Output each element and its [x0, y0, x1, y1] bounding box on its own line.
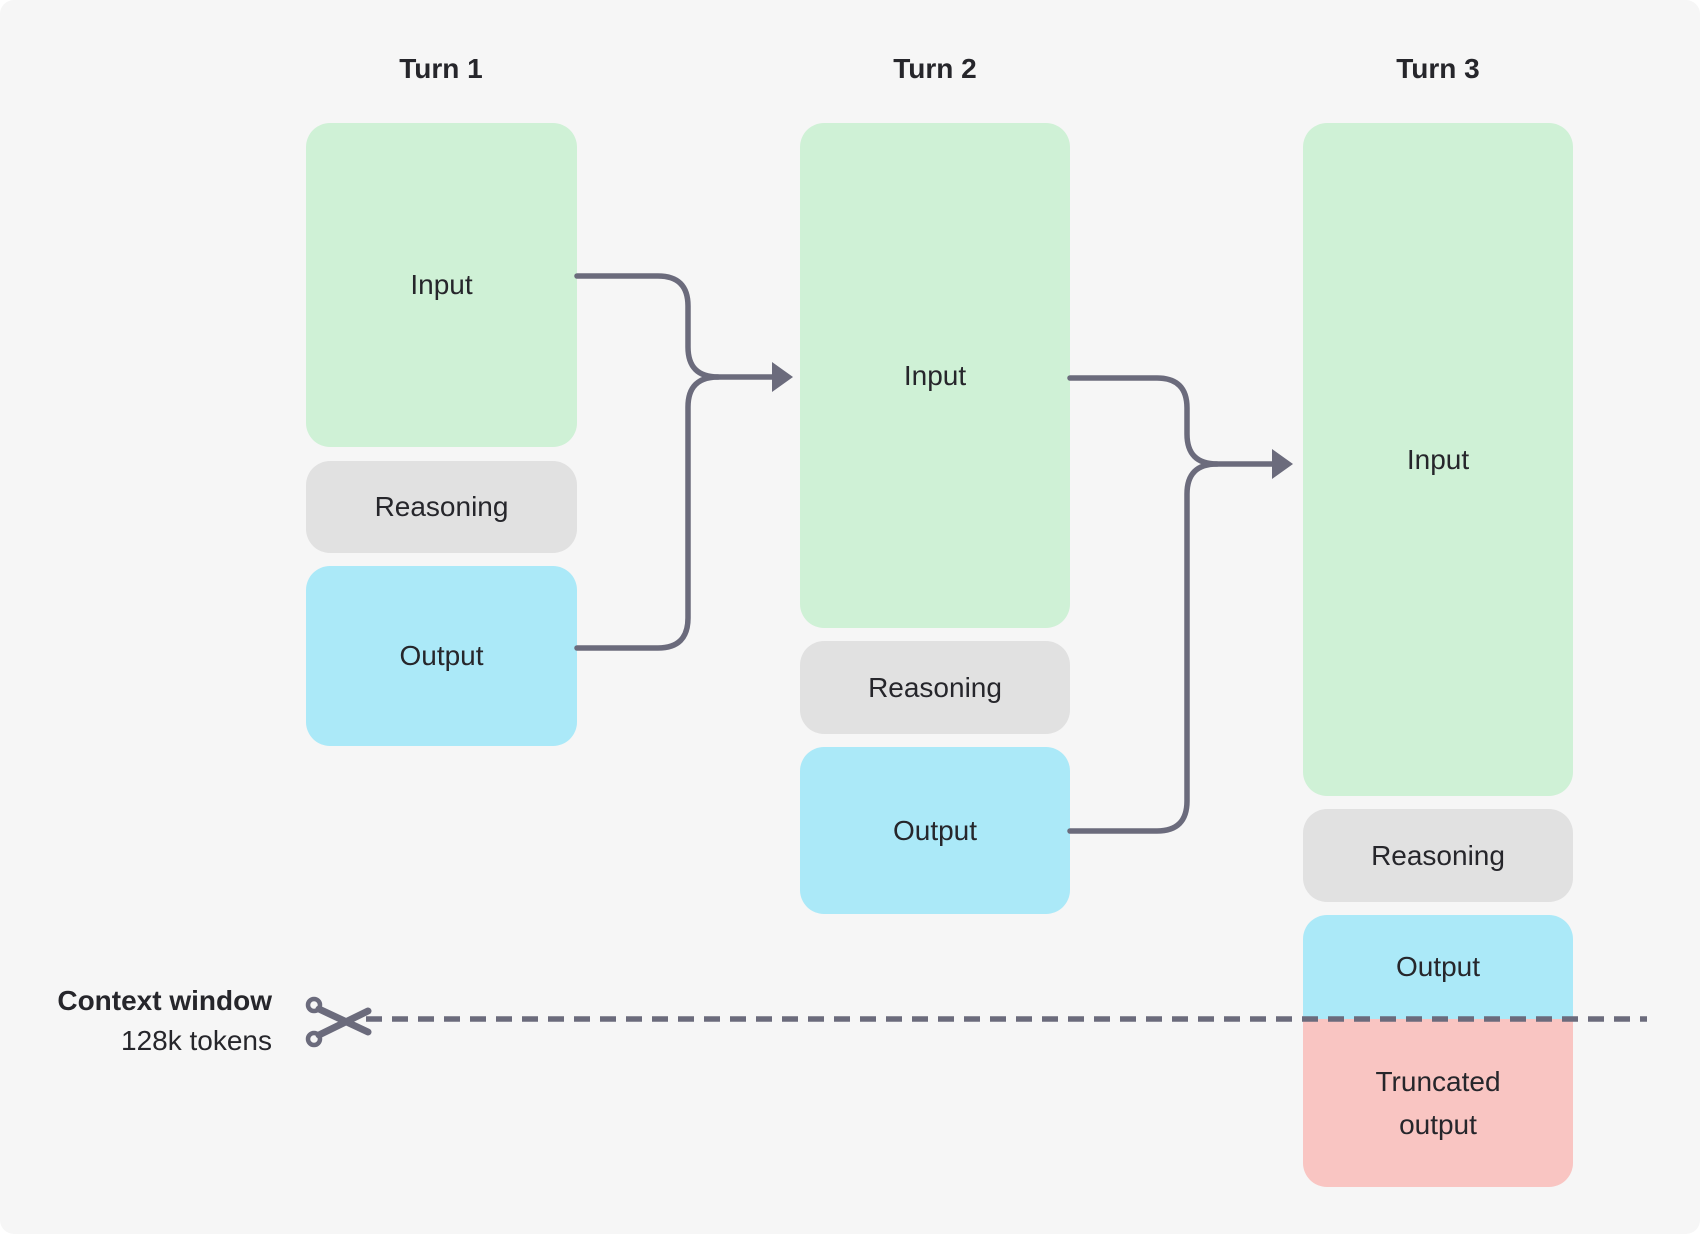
turn-2-input-box: Input	[800, 123, 1070, 628]
context-window-annotation: Context window 128k tokens	[40, 981, 272, 1061]
turn-3-output-label: Output	[1395, 951, 1481, 983]
turn-1-input-label: Input	[410, 269, 473, 301]
turn-3-truncated-output-box: Truncated output	[1303, 1019, 1573, 1187]
turn-3-reasoning-box: Reasoning	[1303, 809, 1573, 902]
turn-3-output-box: Output	[1303, 915, 1573, 1019]
turn-2-reasoning-box: Reasoning	[800, 641, 1070, 734]
turn1-to-turn2-connector	[574, 273, 793, 651]
turn1-input-to-turn2-line	[574, 273, 775, 380]
context-window-tokens: 128k tokens	[121, 1025, 272, 1056]
turn-1-input-box: Input	[306, 123, 577, 447]
turn-3-reasoning-label: Reasoning	[1371, 839, 1505, 871]
turn-3-truncated-output-label: Truncated output	[1375, 1065, 1501, 1140]
turn2-to-turn3-connector	[1067, 375, 1293, 834]
turn-2-title: Turn 2	[893, 53, 977, 84]
context-window-label: Context window	[57, 985, 272, 1016]
turn-3-input-label: Input	[1406, 443, 1470, 475]
turn-2-input-label: Input	[903, 359, 967, 391]
turn-1-reasoning-label: Reasoning	[374, 491, 509, 523]
turn2-input-to-turn3-line	[1067, 375, 1275, 467]
turn-1-reasoning-box: Reasoning	[306, 461, 577, 553]
turn-2-output-label: Output	[892, 814, 978, 846]
turn-1-output-label: Output	[399, 640, 484, 672]
turn-1-title: Turn 1	[399, 53, 483, 84]
arrow-right-icon	[772, 362, 793, 392]
turn-3-input-box: Input	[1303, 123, 1573, 796]
turn1-output-to-turn2-line	[574, 374, 721, 651]
turn-2-reasoning-label: Reasoning	[868, 671, 1002, 703]
scissors-icon	[305, 996, 372, 1048]
arrow-right-icon	[1272, 449, 1293, 479]
turn2-output-to-turn3-line	[1067, 461, 1220, 834]
turn-1-output-box: Output	[306, 566, 577, 746]
turn-2-output-box: Output	[800, 747, 1070, 914]
turn-3-title: Turn 3	[1396, 53, 1480, 84]
